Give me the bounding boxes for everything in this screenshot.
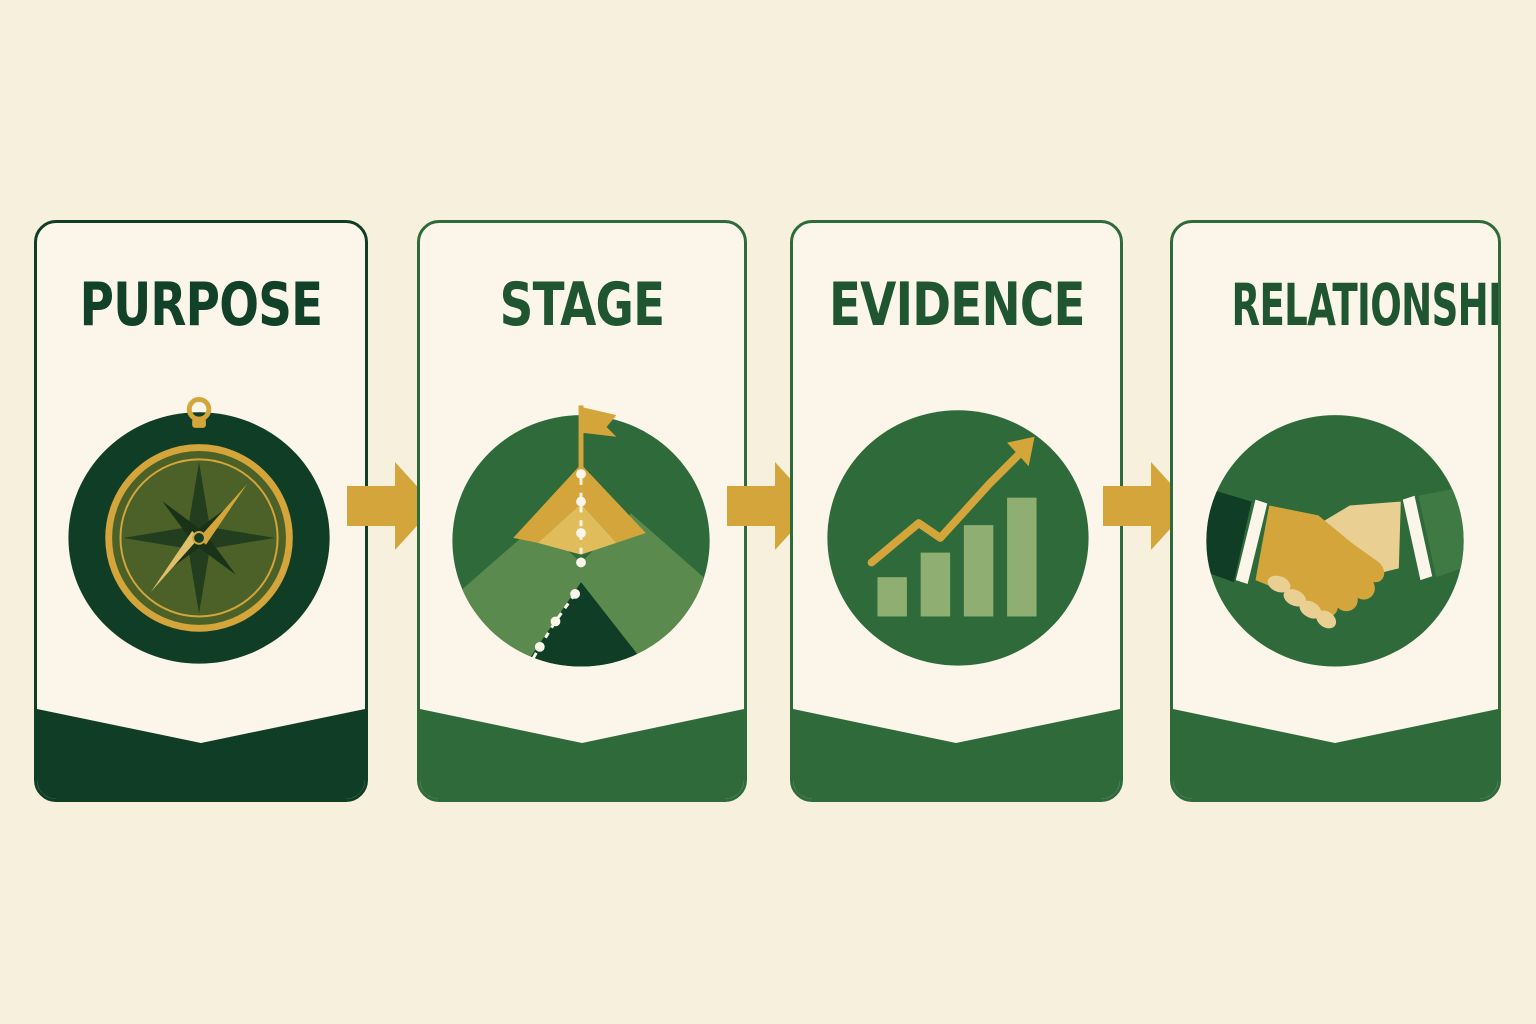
stage-title: EVIDENCE <box>828 270 1085 340</box>
growth-chart-icon <box>827 410 1089 666</box>
mountain-flag-icon <box>452 405 710 676</box>
stage-title: STAGE <box>499 270 665 340</box>
handshake-icon <box>1206 415 1464 667</box>
stage-card-purpose: PURPOSE <box>34 220 368 802</box>
card-ribbon <box>37 709 365 799</box>
stage-title: RELATIONSHIP <box>1231 271 1501 339</box>
stage-card-stage: STAGE <box>417 220 747 802</box>
stage-card-relationship: RELATIONSHIP <box>1170 220 1501 802</box>
card-ribbon <box>793 709 1120 799</box>
card-ribbon <box>420 709 744 799</box>
compass-icon <box>68 396 330 664</box>
card-ribbon <box>1173 709 1498 799</box>
arrow-right-icon <box>347 462 435 550</box>
arrow-right-icon <box>1103 462 1191 550</box>
stage-title: PURPOSE <box>79 270 323 340</box>
stage-card-evidence: EVIDENCE <box>790 220 1123 802</box>
